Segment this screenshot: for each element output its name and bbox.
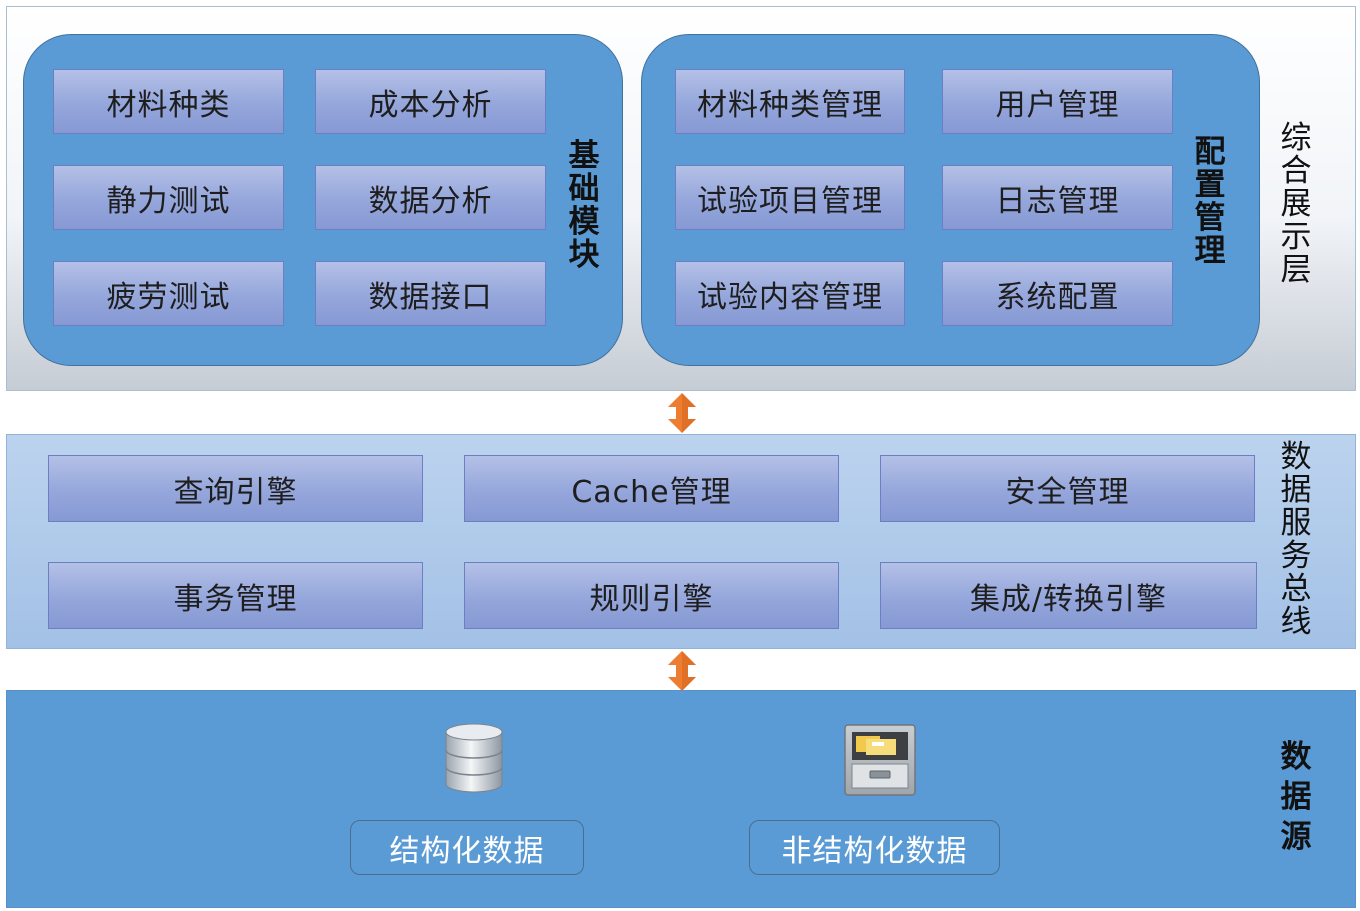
box-test-item-management: 试验项目管理 [675,165,905,230]
vertical-label-char: 据 [1280,472,1312,508]
box-user-management: 用户管理 [942,69,1173,134]
presentation-layer-label: 综合展示层 [1278,122,1314,287]
vertical-label-char: 服 [1280,505,1312,541]
box-material-types: 材料种类 [53,69,284,134]
box-static-test: 静力测试 [53,165,284,230]
database-icon [445,723,503,793]
box-query-engine: 查询引擎 [48,455,423,522]
vertical-label-char: 块 [568,237,600,273]
vertical-label-char: 配 [1194,134,1226,170]
box-rule-engine: 规则引擎 [464,562,839,629]
base-module-label: 基础模块 [566,140,602,272]
config-management-label: 配置管理 [1192,136,1228,268]
vertical-label-char: 理 [1194,233,1226,269]
vertical-label-char: 据 [1280,779,1312,815]
vertical-label-char: 模 [568,204,600,240]
box-integration-engine: 集成/转换引擎 [880,562,1257,629]
vertical-label-char: 总 [1280,571,1312,607]
bidirectional-arrow-icon [668,651,696,691]
data-service-bus-label: 数据服务总线 [1278,441,1314,639]
vertical-label-char: 基 [568,138,600,174]
box-transaction-management: 事务管理 [48,562,423,629]
vertical-label-char: 础 [568,171,600,207]
box-data-interface: 数据接口 [315,261,546,326]
vertical-label-char: 源 [1280,819,1312,855]
data-source-layer [6,690,1356,908]
bidirectional-arrow-icon [668,393,696,433]
vertical-label-char: 展 [1280,186,1312,222]
box-security-management: 安全管理 [880,455,1255,522]
box-test-content-management: 试验内容管理 [675,261,905,326]
structured-data-box: 结构化数据 [350,820,584,875]
box-fatigue-test: 疲劳测试 [53,261,284,326]
vertical-label-char: 数 [1280,739,1312,775]
file-cabinet-icon [844,724,916,796]
unstructured-data-box: 非结构化数据 [749,820,1000,875]
vertical-label-char: 综 [1280,120,1312,156]
data-source-label: 数据源 [1278,737,1314,857]
box-cache-management: Cache管理 [464,455,839,522]
vertical-label-char: 置 [1194,167,1226,203]
box-cost-analysis: 成本分析 [315,69,546,134]
vertical-label-char: 管 [1194,200,1226,236]
box-material-type-management: 材料种类管理 [675,69,905,134]
vertical-label-char: 务 [1280,538,1312,574]
vertical-label-char: 合 [1280,153,1312,189]
vertical-label-char: 数 [1280,439,1312,475]
vertical-label-char: 线 [1280,604,1312,640]
box-log-management: 日志管理 [942,165,1173,230]
vertical-label-char: 层 [1280,252,1312,288]
vertical-label-char: 示 [1280,219,1312,255]
box-system-config: 系统配置 [942,261,1173,326]
box-data-analysis: 数据分析 [315,165,546,230]
